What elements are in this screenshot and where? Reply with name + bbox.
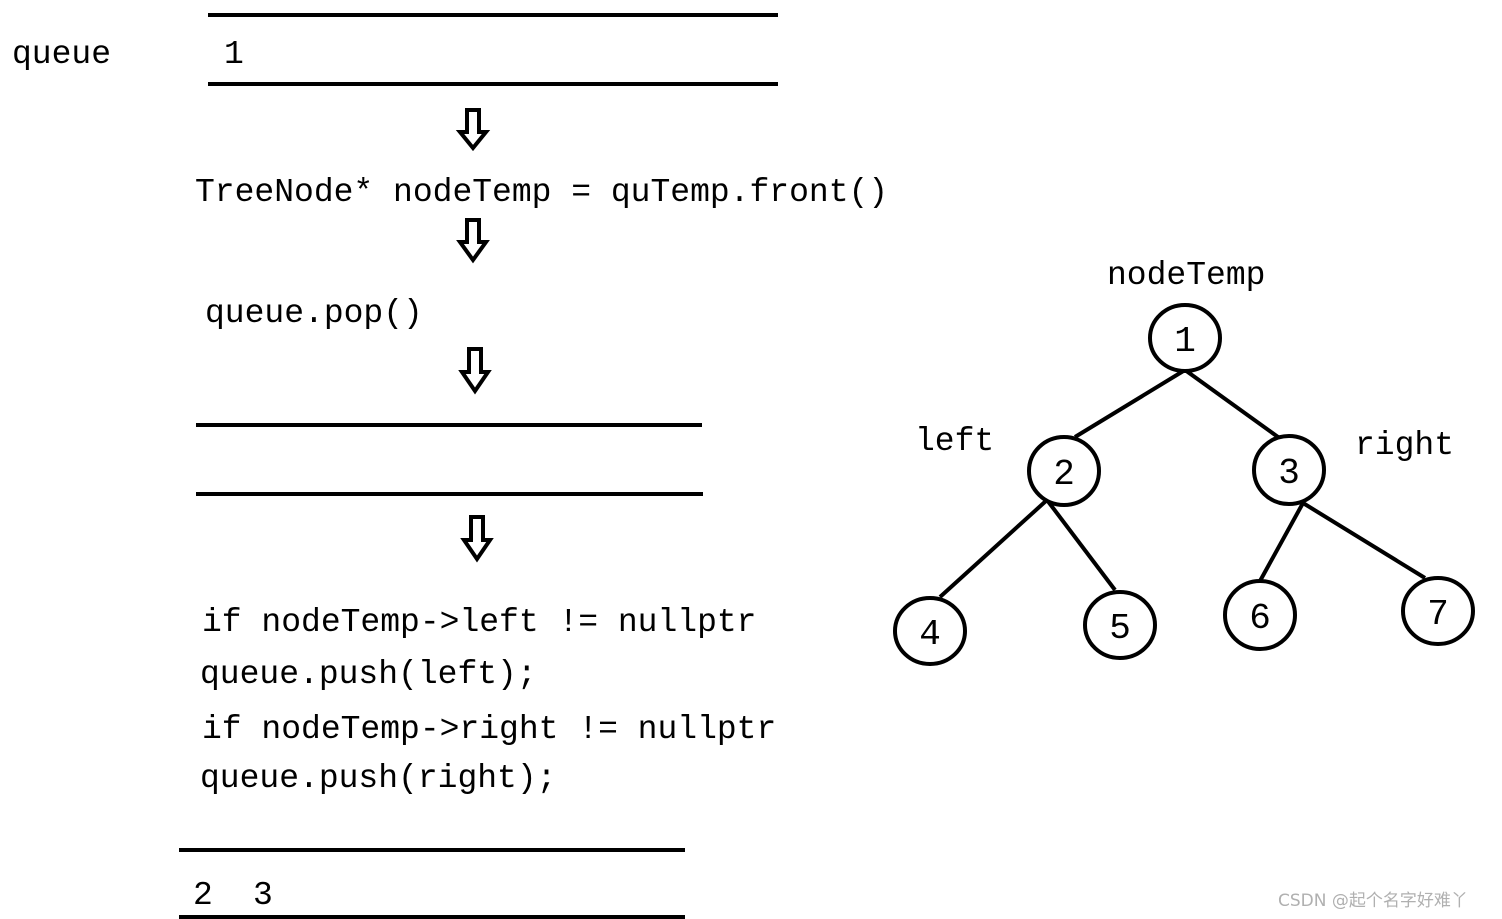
- svg-text:2: 2: [1053, 454, 1075, 495]
- tree-node: 1: [1148, 303, 1222, 373]
- tree-node: 7: [1401, 576, 1475, 646]
- tree-edge: [1258, 502, 1305, 582]
- tree-edge: [1045, 498, 1117, 592]
- svg-text:7: 7: [1427, 594, 1449, 635]
- svg-text:1: 1: [1174, 321, 1196, 362]
- tree-edge: [1301, 501, 1427, 580]
- queue-item: 2: [193, 877, 213, 914]
- tree-node: 2: [1027, 435, 1101, 507]
- down-arrow-icon: [460, 515, 494, 563]
- down-arrow-icon: [456, 218, 490, 264]
- pop-step: queue.pop(): [205, 295, 423, 332]
- svg-text:5: 5: [1109, 608, 1131, 649]
- svg-text:4: 4: [919, 614, 941, 655]
- front-step: TreeNode* nodeTemp = quTemp.front(): [195, 174, 888, 211]
- tree-edge: [938, 498, 1049, 599]
- code-line: if nodeTemp->left != nullptr: [202, 604, 757, 641]
- tree-node: 3: [1252, 434, 1326, 506]
- code-line: if nodeTemp->right != nullptr: [202, 711, 776, 748]
- right-label: right: [1355, 427, 1454, 464]
- down-arrow-icon: [458, 347, 492, 395]
- tree-node: 6: [1223, 579, 1297, 651]
- code-line: queue.push(right);: [200, 760, 556, 797]
- watermark: CSDN @起个名字好难丫: [1278, 891, 1468, 911]
- left-label: left: [915, 423, 994, 460]
- svg-text:3: 3: [1278, 453, 1300, 494]
- tree-edge: [1073, 368, 1187, 439]
- queue-label: queue: [12, 36, 111, 73]
- code-line: queue.push(left);: [200, 656, 537, 693]
- down-arrow-icon: [455, 108, 491, 152]
- queue-item: 1: [224, 36, 244, 73]
- tree-edge: [1183, 368, 1280, 439]
- tree-node: 5: [1083, 590, 1157, 660]
- tree-node: 4: [893, 596, 967, 666]
- root-label: nodeTemp: [1107, 257, 1265, 294]
- svg-text:6: 6: [1249, 598, 1271, 639]
- queue-item: 3: [253, 877, 273, 914]
